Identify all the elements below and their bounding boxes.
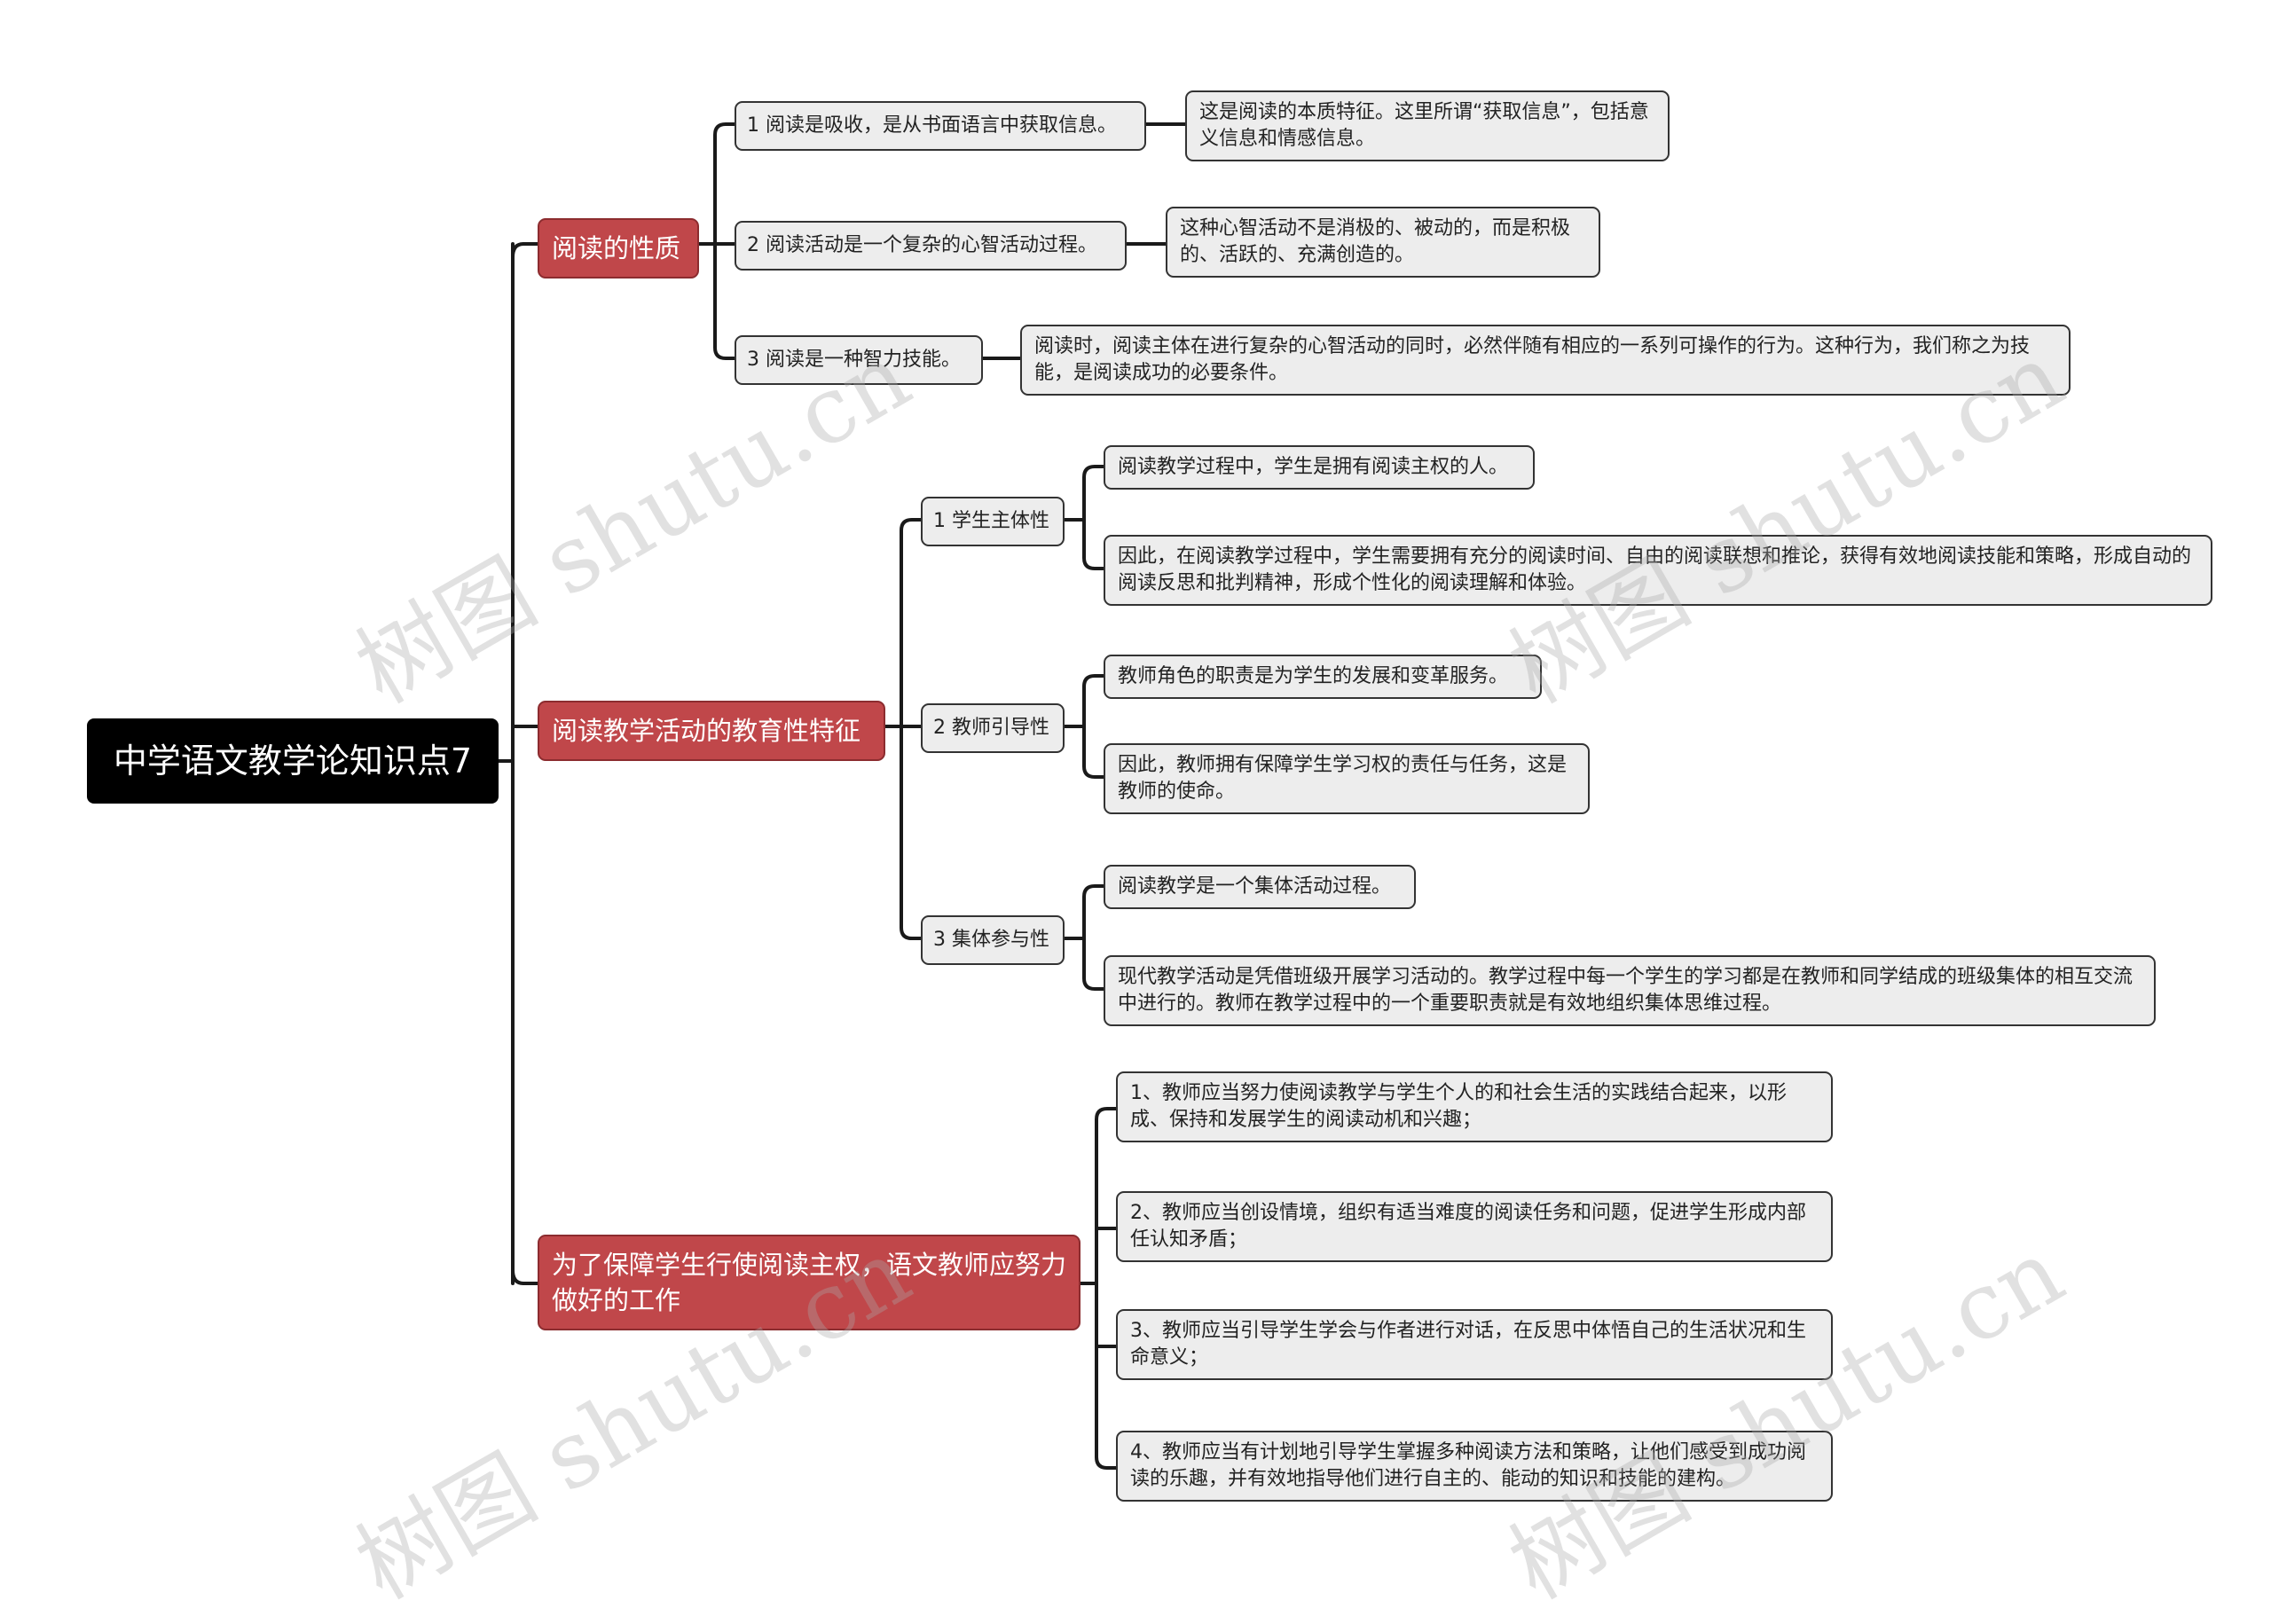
b2-sub-collective[interactable]: 3 集体参与性 bbox=[921, 915, 1065, 965]
b1-item-2[interactable]: 2 阅读活动是一个复杂的心智活动过程。 bbox=[735, 221, 1127, 271]
b1-item-3-note[interactable]: 阅读时，阅读主体在进行复杂的心智活动的同时，必然伴随有相应的一系列可操作的行为。… bbox=[1020, 325, 2071, 396]
b2-sub-student-note-2[interactable]: 因此，在阅读教学过程中，学生需要拥有充分的阅读时间、自由的阅读联想和推论，获得有… bbox=[1104, 535, 2212, 606]
b2-sub-student[interactable]: 1 学生主体性 bbox=[921, 497, 1065, 546]
connector-b2-sub1 bbox=[1063, 465, 1105, 570]
root-node[interactable]: 中学语文教学论知识点7 bbox=[87, 718, 499, 804]
connector-b3-trunk bbox=[1079, 1107, 1118, 1470]
b1-item-1-note[interactable]: 这是阅读的本质特征。这里所谓“获取信息”，包括意义信息和情感信息。 bbox=[1185, 90, 1670, 161]
b2-sub-teacher[interactable]: 2 教师引导性 bbox=[921, 703, 1065, 753]
connector-b2-trunk bbox=[884, 518, 923, 940]
b3-item-4[interactable]: 4、教师应当有计划地引导学生掌握多种阅读方法和策略，让他们感受到成功阅读的乐趣，… bbox=[1116, 1431, 1833, 1502]
connector-b2-sub3 bbox=[1063, 884, 1105, 991]
branch-educational-features[interactable]: 阅读教学活动的教育性特征 bbox=[538, 701, 885, 761]
b1-item-1[interactable]: 1 阅读是吸收，是从书面语言中获取信息。 bbox=[735, 101, 1146, 151]
connector-b2-sub2 bbox=[1063, 674, 1105, 779]
b1-item-2-note[interactable]: 这种心智活动不是消极的、被动的，而是积极的、活跃的、充满创造的。 bbox=[1166, 207, 1600, 278]
branch-reading-nature[interactable]: 阅读的性质 bbox=[538, 218, 699, 279]
connector-root bbox=[497, 242, 515, 1285]
b3-item-2[interactable]: 2、教师应当创设情境，组织有适当难度的阅读任务和问题，促进学生形成内部任认知矛盾… bbox=[1116, 1191, 1833, 1262]
b1-item-3[interactable]: 3 阅读是一种智力技能。 bbox=[735, 335, 983, 385]
b3-item-1[interactable]: 1、教师应当努力使阅读教学与学生个人的和社会生活的实践结合起来，以形成、保持和发… bbox=[1116, 1071, 1833, 1142]
b2-sub-student-note-1[interactable]: 阅读教学过程中，学生是拥有阅读主权的人。 bbox=[1104, 445, 1535, 490]
b2-sub-collective-note-1[interactable]: 阅读教学是一个集体活动过程。 bbox=[1104, 865, 1416, 909]
b3-item-3[interactable]: 3、教师应当引导学生学会与作者进行对话，在反思中体悟自己的生活状况和生命意义； bbox=[1116, 1309, 1833, 1380]
connector-b1-trunk bbox=[690, 122, 736, 360]
branch-teacher-work[interactable]: 为了保障学生行使阅读主权，语文教师应努力做好的工作 bbox=[538, 1235, 1080, 1330]
connector-root-trunk bbox=[497, 242, 539, 1285]
connector-lines bbox=[497, 122, 1187, 1470]
b2-sub-teacher-note-1[interactable]: 教师角色的职责是为学生的发展和变革服务。 bbox=[1104, 655, 1542, 699]
b2-sub-teacher-note-2[interactable]: 因此，教师拥有保障学生学习权的责任与任务，这是教师的使命。 bbox=[1104, 743, 1590, 814]
b2-sub-collective-note-2[interactable]: 现代教学活动是凭借班级开展学习活动的。教学过程中每一个学生的学习都是在教师和同学… bbox=[1104, 955, 2156, 1026]
mindmap-canvas: 中学语文教学论知识点7 阅读的性质 1 阅读是吸收，是从书面语言中获取信息。 这… bbox=[87, 90, 2212, 1620]
